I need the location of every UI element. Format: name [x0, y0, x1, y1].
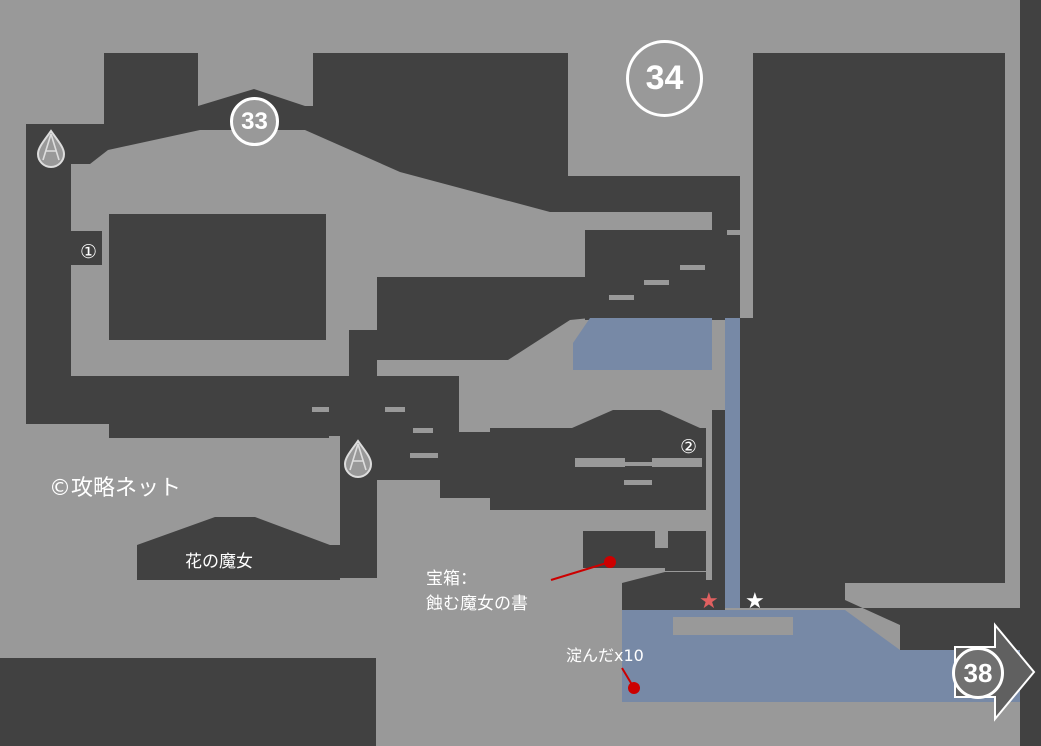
area-badge-33[interactable]: 33 — [230, 97, 279, 146]
area-badge-34[interactable]: 34 — [626, 40, 703, 117]
area-badge-label: 38 — [963, 657, 993, 688]
boss-room-label: 花の魔女 — [185, 552, 253, 572]
treasure-label-line2: 蝕む魔女の書 — [426, 594, 528, 614]
item-marker-dot[interactable] — [628, 682, 640, 694]
underwater-platform — [673, 617, 793, 635]
map-edge-wall — [1020, 0, 1041, 746]
point-marker-1[interactable]: ① — [80, 241, 98, 263]
item-pickup-label: 淀んだx10 — [566, 646, 644, 665]
point-marker-2[interactable]: ② — [680, 436, 698, 458]
treasure-marker-dot[interactable] — [604, 556, 616, 568]
area-badge-38[interactable]: 38 — [952, 647, 1004, 699]
star-white-icon[interactable]: ★ — [745, 589, 765, 614]
droplet-save-icon[interactable] — [36, 129, 66, 168]
area-badge-label: 33 — [241, 107, 268, 135]
treasure-label-line1: 宝箱： — [426, 569, 477, 589]
copyright-label: ©攻略ネット — [49, 476, 182, 501]
star-red-icon[interactable]: ★ — [699, 589, 719, 614]
droplet-save-icon[interactable] — [343, 439, 373, 478]
area-badge-label: 34 — [645, 59, 684, 97]
walls — [0, 53, 1020, 746]
treasure-leader-line — [550, 561, 611, 581]
